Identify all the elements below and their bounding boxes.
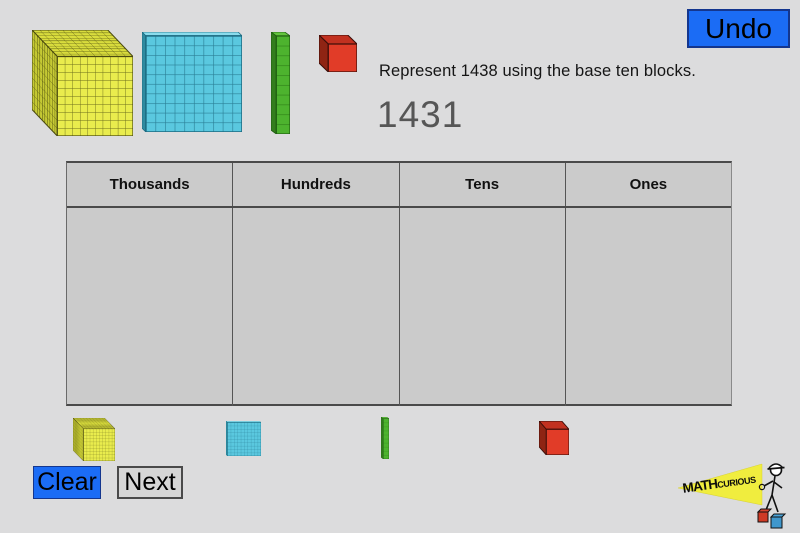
column-header-thousands: Thousands bbox=[67, 163, 234, 206]
column-header-tens: Tens bbox=[400, 163, 566, 206]
current-number-display: 1431 bbox=[377, 94, 464, 135]
clear-button[interactable]: Clear bbox=[33, 466, 101, 499]
tray-thousand-block-small[interactable] bbox=[73, 418, 115, 461]
logo-blocks bbox=[756, 508, 787, 529]
place-value-table: Thousands Hundreds Tens Ones bbox=[66, 161, 732, 406]
cell-hundreds[interactable] bbox=[233, 208, 400, 406]
place-value-header: Thousands Hundreds Tens Ones bbox=[67, 163, 731, 208]
cell-thousands[interactable] bbox=[67, 208, 234, 406]
column-header-hundreds: Hundreds bbox=[233, 163, 400, 206]
tray-ten-block-small[interactable] bbox=[381, 417, 389, 459]
column-header-ones: Ones bbox=[629, 176, 668, 193]
tray-hundred-block-small[interactable] bbox=[226, 421, 261, 456]
cell-ones[interactable] bbox=[566, 208, 731, 406]
palette-hundred-block bbox=[142, 32, 242, 132]
logo-stick-figure bbox=[758, 463, 785, 513]
place-value-body bbox=[67, 208, 731, 406]
task-prompt: Represent 1438 using the base ten blocks… bbox=[379, 62, 696, 80]
cell-tens[interactable] bbox=[400, 208, 566, 406]
next-button[interactable]: Next bbox=[117, 466, 183, 499]
palette-thousand-block bbox=[32, 30, 133, 136]
palette-one-block bbox=[319, 35, 357, 72]
undo-button[interactable]: Undo bbox=[687, 9, 790, 48]
mathcurious-logo: MATHCURIOUS bbox=[677, 463, 787, 529]
palette-ten-block bbox=[271, 32, 290, 134]
tray-one-block-small[interactable] bbox=[539, 421, 569, 455]
